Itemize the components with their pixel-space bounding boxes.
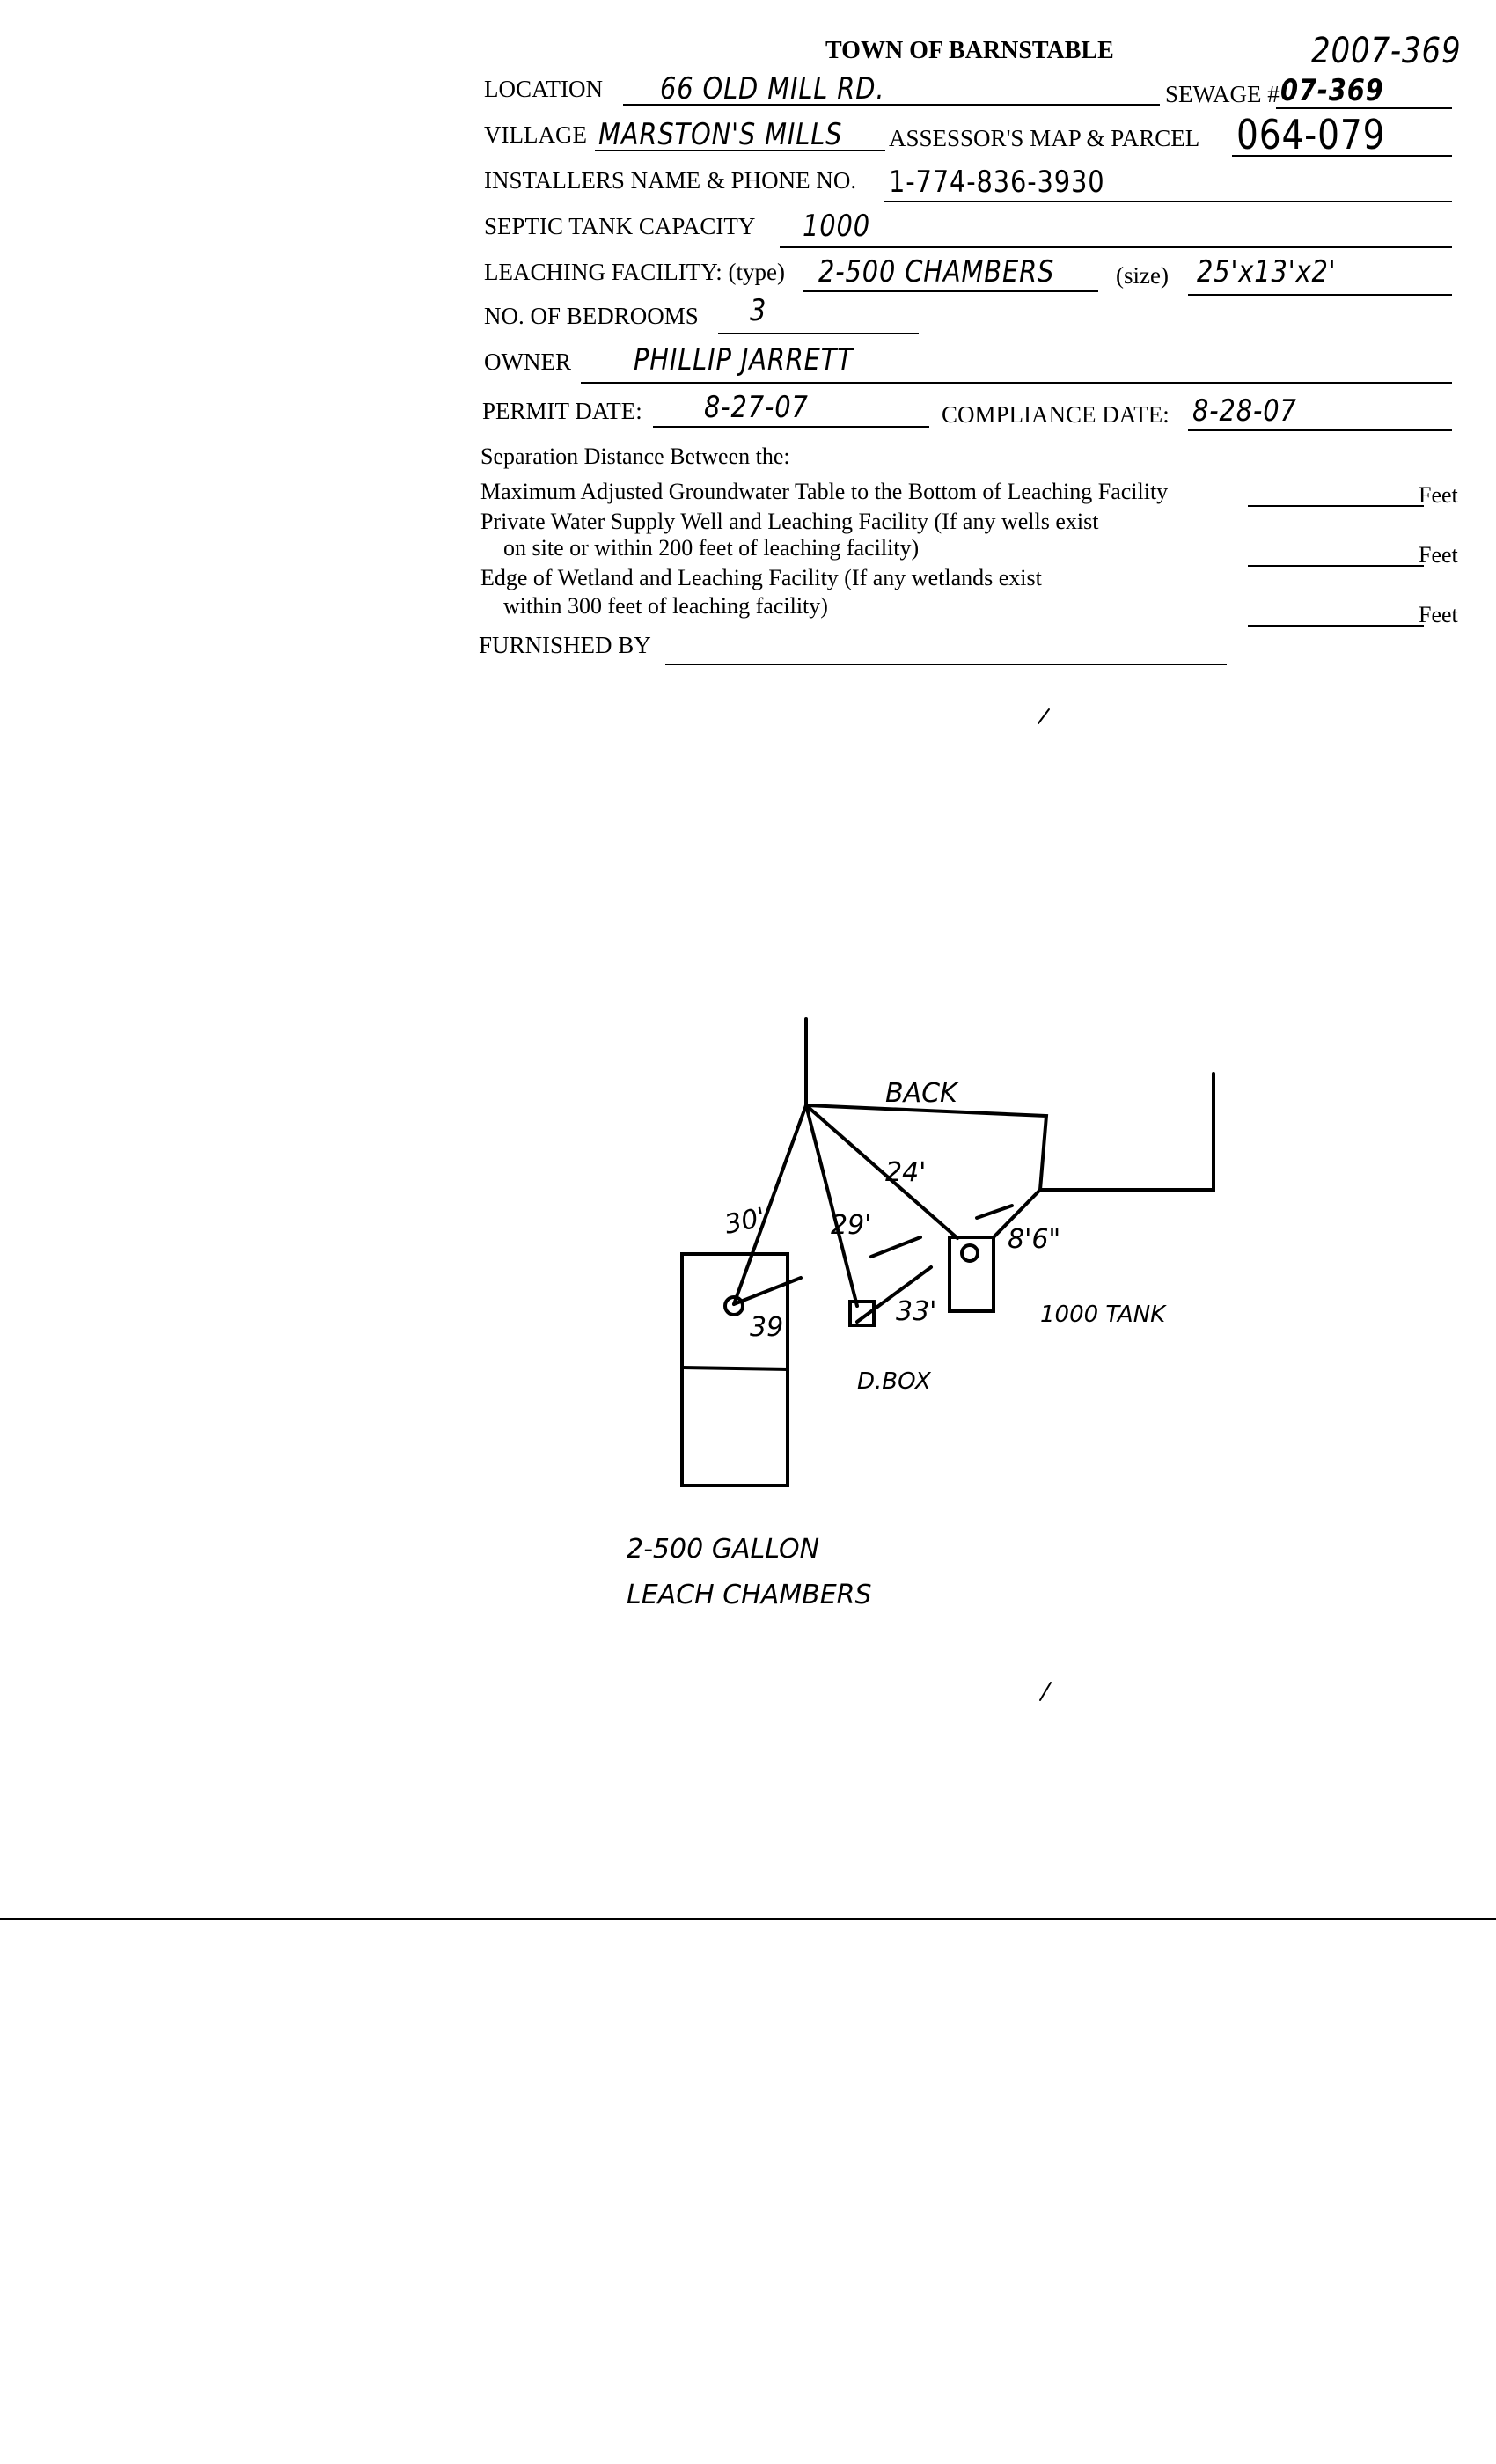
village-line	[595, 150, 885, 151]
chamber-divider	[680, 1366, 789, 1371]
stray-mark	[1038, 708, 1050, 724]
separation-row-2-text: Private Water Supply Well and Leaching F…	[480, 509, 1099, 534]
file-number: 2007-369	[1311, 31, 1462, 71]
dbox-label: D.BOX	[857, 1368, 932, 1395]
bedrooms-line	[718, 333, 919, 334]
installer-value[interactable]: 1-774-836-3930	[889, 165, 1105, 200]
permit-date-line	[653, 426, 929, 428]
sewage-value[interactable]: 07-369	[1280, 73, 1384, 108]
distribution-box	[848, 1300, 876, 1327]
compliance-date-line	[1188, 429, 1452, 431]
tie-line-30	[732, 1104, 808, 1306]
leaching-size-line	[1188, 294, 1452, 296]
tick-mark	[869, 1236, 922, 1258]
compliance-date-value[interactable]: 8-28-07	[1192, 393, 1297, 429]
leaching-type-label: LEACHING FACILITY: (type)	[484, 259, 785, 285]
separation-row-1-unit: Feet	[1419, 482, 1458, 508]
separation-row-1-line[interactable]	[1248, 505, 1424, 507]
dim-86-label: 8'6"	[1008, 1224, 1060, 1255]
tank-capacity-value[interactable]: 1000	[803, 209, 870, 244]
bedrooms-value[interactable]: 3	[750, 293, 767, 328]
separation-heading: Separation Distance Between the:	[480, 444, 790, 469]
tie-line-86	[992, 1188, 1042, 1239]
separation-row-1-text: Maximum Adjusted Groundwater Table to th…	[480, 479, 1169, 504]
stray-mark	[1039, 1682, 1052, 1701]
furnished-by-label: FURNISHED BY	[479, 632, 651, 658]
leaching-size-value[interactable]: 25'x13'x2'	[1197, 254, 1337, 290]
tank-capacity-line	[780, 246, 1452, 248]
village-value[interactable]: MARSTON'S MILLS	[598, 117, 843, 152]
separation-row-2-line[interactable]	[1248, 565, 1424, 567]
installer-label: INSTALLERS NAME & PHONE NO.	[484, 167, 857, 194]
sewage-label: SEWAGE #	[1165, 81, 1280, 107]
tie-line-39	[732, 1276, 803, 1306]
tick-mark	[975, 1204, 1014, 1220]
separation-row-3-unit: Feet	[1419, 602, 1458, 627]
dim-30-label: 30'	[722, 1202, 768, 1241]
tie-line-29	[804, 1104, 859, 1308]
form-title: TOWN OF BARNSTABLE	[825, 37, 1114, 64]
location-line	[623, 104, 1160, 106]
septic-tank	[948, 1236, 995, 1313]
tank-label: 1000 TANK	[1040, 1302, 1167, 1328]
leaching-type-line	[803, 290, 1098, 292]
dim-29-label: 29'	[831, 1210, 871, 1241]
separation-row-3-text-2: within 300 feet of leaching facility)	[503, 593, 828, 619]
separation-row-3-line[interactable]	[1248, 625, 1424, 627]
location-label: LOCATION	[484, 76, 603, 102]
chamber-inlet-circle	[723, 1295, 744, 1316]
separation-row-3-text: Edge of Wetland and Leaching Facility (I…	[480, 565, 1042, 590]
tie-line-24	[804, 1104, 959, 1240]
owner-label: OWNER	[484, 348, 571, 375]
furnished-by-line[interactable]	[665, 664, 1227, 665]
dim-33-label: 33'	[896, 1296, 936, 1327]
chambers-label-1: 2-500 GALLON	[627, 1534, 819, 1565]
permit-date-label: PERMIT DATE:	[482, 398, 642, 424]
leaching-type-value[interactable]: 2-500 CHAMBERS	[818, 254, 1055, 290]
owner-line	[581, 382, 1452, 384]
installer-line	[884, 201, 1452, 202]
tie-line-33	[855, 1265, 933, 1324]
separation-row-2-text-2: on site or within 200 feet of leaching f…	[503, 535, 920, 561]
chambers-label-2: LEACH CHAMBERS	[627, 1580, 872, 1610]
dim-39-label: 39'	[750, 1312, 790, 1343]
map-parcel-line	[1232, 155, 1452, 157]
back-label: BACK	[885, 1078, 959, 1109]
compliance-date-label: COMPLIANCE DATE:	[942, 401, 1170, 428]
map-parcel-label: ASSESSOR'S MAP & PARCEL	[889, 125, 1200, 151]
sewage-line	[1276, 107, 1452, 109]
map-parcel-value[interactable]: 064-079	[1236, 111, 1386, 158]
location-value[interactable]: 66 OLD MILL RD.	[660, 71, 885, 106]
tank-outlet-circle	[960, 1243, 979, 1263]
separation-row-2-unit: Feet	[1419, 542, 1458, 568]
tank-capacity-label: SEPTIC TANK CAPACITY	[484, 213, 756, 239]
dim-24-label: 24'	[885, 1157, 926, 1188]
permit-date-value[interactable]: 8-27-07	[704, 390, 809, 425]
leaching-size-label: (size)	[1116, 262, 1169, 289]
bedrooms-label: NO. OF BEDROOMS	[484, 303, 699, 329]
owner-value[interactable]: PHILLIP JARRETT	[634, 342, 854, 378]
house-outline	[804, 1017, 1215, 1192]
village-label: VILLAGE	[484, 121, 587, 148]
